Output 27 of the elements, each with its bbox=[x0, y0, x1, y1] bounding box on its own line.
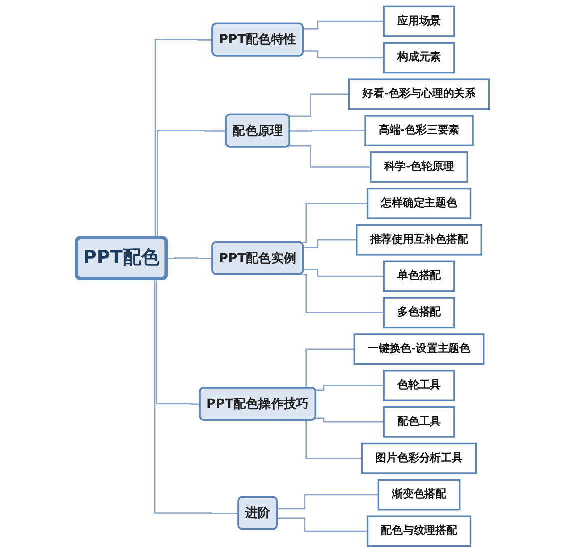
node-box: 配色与纹理搭配 bbox=[366, 516, 472, 548]
connector bbox=[304, 239, 357, 248]
node-box: 怎样确定主题色 bbox=[366, 188, 472, 220]
connector bbox=[278, 494, 379, 510]
node-box: 好看-色彩与心理的关系 bbox=[348, 78, 490, 110]
node-box: 单色搭配 bbox=[383, 260, 456, 292]
node-box: 构成元素 bbox=[383, 42, 456, 74]
connector bbox=[166, 258, 213, 260]
connector bbox=[304, 20, 384, 30]
node-box: 配色工具 bbox=[383, 406, 456, 438]
node-box: 渐变色搭配 bbox=[378, 479, 461, 511]
connector bbox=[316, 385, 384, 392]
connector bbox=[316, 418, 384, 423]
connector bbox=[288, 94, 350, 117]
node-box: 图片色彩分析工具 bbox=[362, 442, 478, 474]
node-box: 一键换色-设置主题色 bbox=[354, 334, 485, 366]
node-box: 应用场景 bbox=[383, 6, 456, 38]
node-box: 高端-色彩三要素 bbox=[364, 115, 474, 147]
node-box: 多色搭配 bbox=[383, 297, 456, 329]
connector bbox=[278, 518, 368, 532]
node-box: 色轮工具 bbox=[383, 370, 456, 402]
connector bbox=[288, 146, 371, 168]
connector bbox=[304, 269, 384, 278]
node-box: 科学-色轮原理 bbox=[370, 152, 468, 183]
connector bbox=[304, 50, 384, 59]
node-box: 推荐使用互补色搭配 bbox=[356, 224, 482, 256]
connector bbox=[290, 130, 366, 132]
